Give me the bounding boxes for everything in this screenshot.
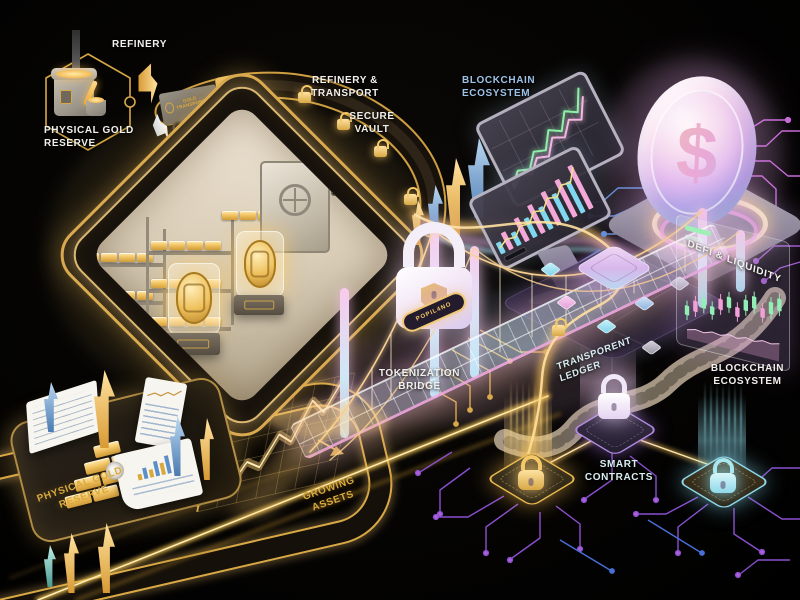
- receipt-line-chart: [147, 390, 182, 397]
- gold-bar: [222, 211, 238, 220]
- smart-contracts-label: SMART CONTRACTS: [584, 459, 654, 483]
- flow-arrow-right-icon: [139, 64, 158, 104]
- bridge-tower: [736, 230, 745, 292]
- molten-gold: [56, 70, 92, 78]
- tokenization-bridge-label: TOKENIZATION BRIDGE: [378, 368, 461, 392]
- candle: [726, 296, 732, 309]
- defi-liquidity-panel: DEFI & LIQUIDITY: [676, 213, 790, 373]
- connector-node-icon: [124, 96, 136, 108]
- candle: [743, 299, 748, 312]
- padlock-shackle: [601, 374, 627, 393]
- cup-gold: [88, 97, 104, 103]
- candle: [710, 306, 715, 315]
- bar: [142, 467, 149, 480]
- report-receipt: [134, 376, 188, 450]
- growth-arrow-icon: [64, 533, 79, 593]
- blockchain-ecosystem-top-label: BLOCKCHAIN ECOSYSTEM: [462, 75, 536, 99]
- growth-arrow-icon: [44, 545, 56, 587]
- medallion-display-case: [168, 263, 220, 335]
- vault-padlock-icon: [298, 85, 313, 103]
- candle: [760, 307, 765, 319]
- vault-padlock-icon: [404, 187, 419, 205]
- receipt-line: [147, 390, 182, 397]
- candle: [768, 301, 774, 315]
- candle: [701, 298, 707, 309]
- vault-padlock-icon: [337, 112, 352, 130]
- chart-scroll: [104, 437, 204, 513]
- candle: [693, 300, 698, 313]
- padlock-shackle: [712, 458, 734, 473]
- gold-bar: [89, 291, 99, 301]
- gold-bar: [118, 253, 135, 262]
- candle: [718, 298, 723, 311]
- candle: [752, 296, 757, 310]
- bar: [567, 164, 594, 210]
- medallion-pedestal: [233, 295, 284, 315]
- contract-padlock-gold-icon: [518, 455, 544, 490]
- gold-bar: [101, 253, 118, 262]
- bar: [159, 462, 167, 476]
- padlock-body: [710, 473, 736, 493]
- padlock-shackle: [403, 222, 465, 267]
- gold-cup-icon: [86, 97, 106, 116]
- hub-padlock-icon: [598, 374, 630, 419]
- vault-padlock-icon: [374, 139, 389, 157]
- padlock-body: [598, 393, 630, 419]
- candle: [777, 298, 782, 312]
- padlock-body: [518, 470, 544, 490]
- candle: [735, 306, 740, 318]
- gold-bar: [169, 241, 185, 250]
- vault-door-wheel-icon: [279, 183, 311, 216]
- ore-pour-icon: [72, 30, 80, 80]
- gold-bar: [151, 279, 167, 288]
- secure-vault-label: SECURE VAULT: [349, 111, 395, 135]
- liquidity-line: [686, 329, 780, 345]
- blockchain-ecosystem-right-label: BLOCKCHAIN ECOSYSTEM: [710, 363, 785, 387]
- medallion-display-case: [236, 231, 284, 297]
- gold-medallion-icon: [176, 272, 212, 324]
- bar: [565, 180, 586, 214]
- refinery-badge: [40, 30, 136, 152]
- gold-bar: [240, 211, 256, 220]
- gold-bar: [101, 329, 118, 338]
- gold-bar: [89, 329, 100, 338]
- liquidity-area: [687, 329, 780, 362]
- bar: [152, 460, 161, 477]
- refinery-and-transport-label: REFINERY & TRANSPORT: [311, 75, 379, 99]
- bar: [163, 455, 172, 474]
- crucible-panel: [60, 90, 72, 104]
- refinery-label: REFINERY: [112, 39, 167, 50]
- scroll-bar-chart: [137, 455, 172, 481]
- candlestick-chart: [684, 291, 782, 362]
- holo-token-coin-icon: $: [626, 67, 768, 237]
- cpu-die: [588, 252, 640, 284]
- gold-bar: [151, 241, 167, 250]
- gold-bar: [205, 240, 221, 250]
- contract-padlock-cyan-icon: [710, 458, 736, 493]
- hexagon-frame-icon: [45, 53, 136, 151]
- growing-assets-label: GROWING ASSETS: [301, 474, 357, 514]
- data-stream-cyan: [700, 380, 746, 466]
- padlock-shackle: [520, 455, 542, 470]
- bar: [137, 473, 143, 481]
- gold-bar: [118, 329, 135, 338]
- coin-currency-glyph: $: [634, 73, 760, 231]
- gold-medallion-icon: [244, 240, 276, 288]
- candle: [684, 305, 690, 316]
- bar: [148, 469, 155, 478]
- vault-scene: [89, 147, 350, 363]
- physical-gold-reserve-top-label: PHYSICAL GOLD RESERVE: [44, 125, 134, 149]
- gold-bar: [187, 241, 203, 250]
- gold-bar-row: [149, 217, 232, 255]
- bar-chart: [495, 164, 594, 255]
- growth-arrow-icon: [98, 523, 115, 593]
- data-stream-gold: [506, 380, 552, 466]
- stream-padlock-icon: [552, 318, 567, 336]
